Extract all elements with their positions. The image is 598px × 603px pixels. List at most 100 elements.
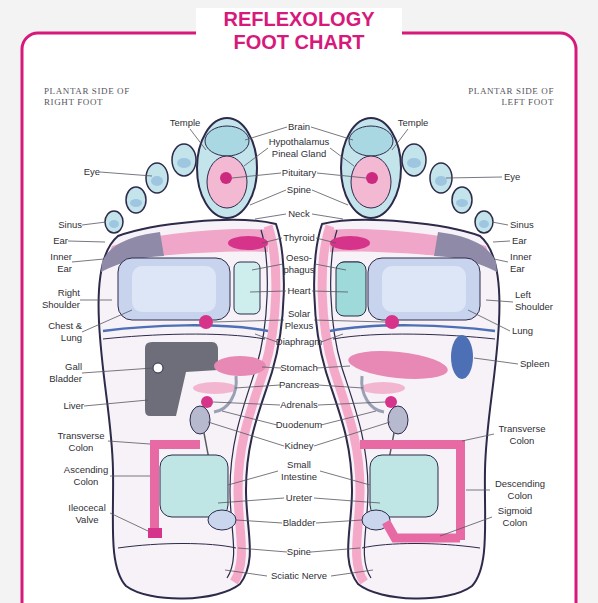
toe-zone [130,199,142,207]
spleen-zone [451,335,473,379]
organ-label: Gall Bladder [44,361,82,384]
leader-line [494,259,508,262]
organ-label: Chest & Lung [40,320,82,343]
leader-line [486,300,513,302]
organ-label: Ascending Colon [60,464,112,487]
organ-label: Ileocecal Valve [62,502,112,525]
organ-label: Duodenum [272,419,326,431]
organ-label: Neck [279,208,319,220]
toe-zone [177,158,191,168]
toe [146,163,168,193]
organ-label: Kidney [279,440,319,452]
foot-base [99,118,284,599]
ascending-colon-zone [150,440,159,535]
leader-line [190,129,206,150]
organ-label: Solar Plexus [280,308,318,331]
small-intestine-zone [160,455,228,517]
organ-label: Transverse Colon [494,423,550,446]
lung-inner [132,266,216,312]
organ-label: Inner Ear [510,251,542,274]
organ-label: Hypothalamus Pineal Gland [265,136,333,159]
organ-label: Thyroid [277,232,321,244]
organ-label: Ureter [279,492,319,504]
organ-label: Inner Ear [40,251,72,274]
organ-label: Adrenals [277,399,321,411]
duodenum-zone [214,376,236,412]
descending-colon-zone [456,440,465,540]
view-heading: PLANTAR SIDE OF LEFT FOOT [462,86,554,108]
leader-line [440,517,492,536]
organ-label: Ear [38,235,68,247]
organ-label: Liver [54,400,84,412]
leader-line [110,513,148,531]
organ-label: Small Intestine [276,459,322,482]
leader-line [84,400,148,406]
sigmoid-colon-zone [386,522,460,538]
leader-line [100,172,152,176]
leader-line [492,222,508,225]
leader-line [493,241,510,242]
pancreas-zone [193,382,237,394]
heart-zone [336,262,366,316]
leader-line [82,310,132,332]
pituitary-dot [220,172,232,184]
organ-label: Sinus [48,219,82,231]
organ-label: Spine [279,546,319,558]
organ-label: Bladder [277,517,321,529]
toe-zone [151,176,163,186]
organ-label: Heart [279,285,319,297]
right-foot-organs [145,342,266,538]
stomach-zone [347,347,449,383]
heel-line [118,544,236,549]
organ-label: Diaphragm [271,336,327,348]
ileocecal-zone [148,528,162,538]
leader-line [462,434,494,441]
organ-label: Spleen [520,358,556,370]
brain-zone [205,126,249,156]
leader-line [108,441,150,444]
kidney-zone [190,406,210,434]
organ-label: Brain [279,121,319,133]
solar-plexus-dot [199,315,213,329]
chart-title: REFLEXOLOGY FOOT CHART [196,8,402,54]
organ-label: Oeso- phagus [282,252,316,275]
organ-label: Transverse Colon [54,430,108,453]
toe [172,144,196,176]
organ-label: Descending Colon [490,478,550,501]
oesophagus-zone [234,262,260,314]
organ-label: Sinus [510,219,544,231]
organ-label: Pancreas [277,379,321,391]
hypothalamus-zone [207,156,247,208]
organ-label: Eye [74,166,100,178]
leader-line [82,222,106,225]
bladder-zone [208,510,236,530]
lung-zone [118,258,230,320]
organ-label: Spine [279,184,319,196]
leader-line [474,358,518,364]
organ-label: Stomach [277,362,321,374]
left-foot-organs [336,262,473,540]
leader-line [82,368,153,373]
organ-label: Right Shoulder [36,287,80,310]
organ-label: Lung [512,325,542,337]
organ-label: Temple [165,117,205,129]
foot-sole [99,220,284,599]
left-foot-mirror [314,118,499,599]
leader-line [468,310,510,331]
leader-line [466,490,490,491]
leader-line [80,300,112,301]
organ-label: Pituitary [279,167,319,179]
organ-label: Eye [504,171,530,183]
organ-label: Sciatic Nerve [262,570,336,582]
stomach-zone [214,356,266,376]
view-heading: PLANTAR SIDE OF RIGHT FOOT [44,86,136,108]
leader-line [110,476,150,477]
chart-frame [22,33,576,603]
leader-line [446,177,502,178]
leader-line [392,129,408,150]
organ-label: Temple [393,117,433,129]
diaphragm-line [103,325,268,331]
zone-line [103,334,265,339]
leader-line [72,259,104,262]
